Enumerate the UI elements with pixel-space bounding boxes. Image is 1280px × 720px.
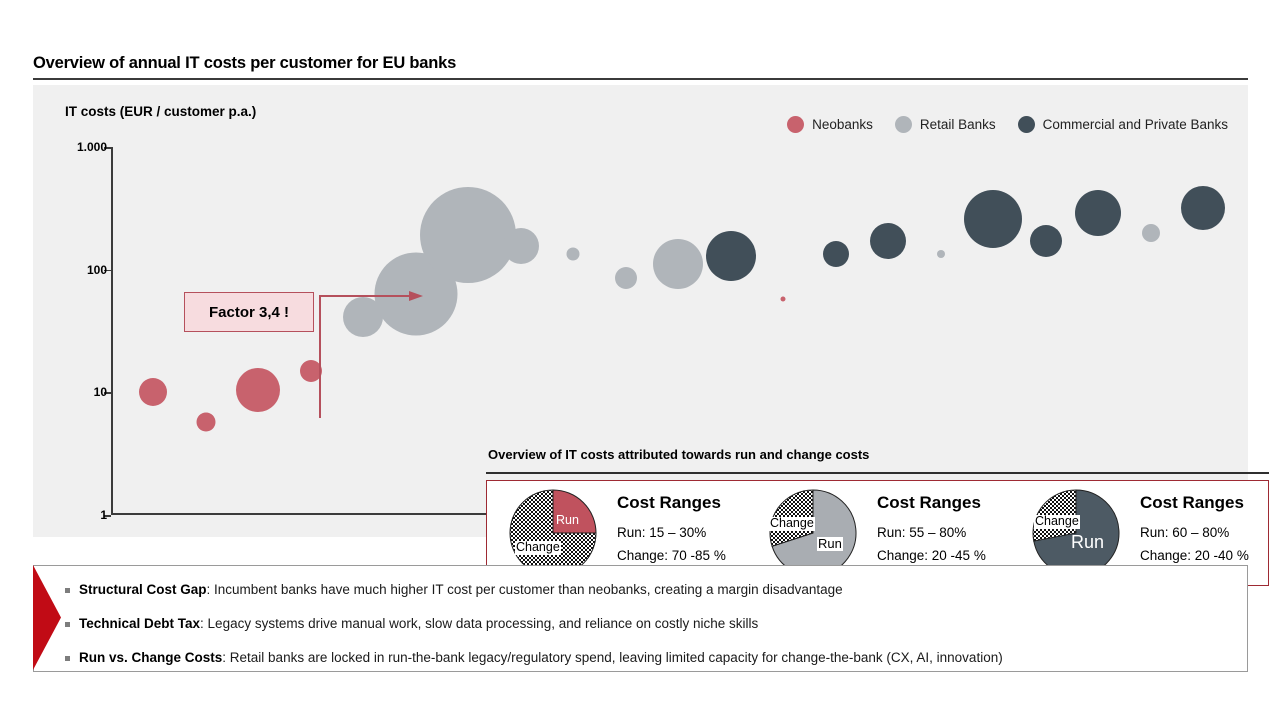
bubble-retail-banks[interactable] bbox=[1141, 223, 1160, 242]
cost-range-change: Change: 20 -45 % bbox=[877, 548, 986, 563]
run-change-pie-chart bbox=[769, 489, 857, 577]
takeaway-item: Technical Debt Tax: Legacy systems drive… bbox=[65, 616, 758, 632]
takeaway-lead: Technical Debt Tax bbox=[79, 616, 201, 631]
legend-item-retail-banks[interactable]: Retail Banks bbox=[894, 116, 996, 133]
bubble-chart-panel: IT costs (EUR / customer p.a.) Neobanks … bbox=[33, 85, 1269, 586]
bubble-retail-banks[interactable] bbox=[936, 250, 945, 259]
pie-slice-label-run: Run bbox=[556, 513, 579, 527]
cost-range-run: Run: 60 – 80% bbox=[1140, 525, 1230, 540]
pie-slice-label-run: Run bbox=[817, 536, 843, 552]
bubble-retail-banks[interactable] bbox=[614, 266, 637, 289]
bubble-neobanks[interactable] bbox=[196, 412, 215, 432]
takeaways-panel: Structural Cost Gap: Incumbent banks hav… bbox=[33, 565, 1248, 672]
legend-label-retail-banks: Retail Banks bbox=[919, 117, 996, 132]
legend-item-commercial-private-banks[interactable]: Commercial and Private Banks bbox=[1017, 116, 1228, 133]
cost-ranges-title: Cost Ranges bbox=[877, 493, 981, 512]
cost-ranges-title: Cost Ranges bbox=[1140, 493, 1244, 512]
legend-dot-commercial-private-banks bbox=[1017, 116, 1035, 133]
bubble-neobanks[interactable] bbox=[780, 296, 786, 302]
bubble-neobanks[interactable] bbox=[299, 359, 322, 382]
takeaway-item: Structural Cost Gap: Incumbent banks hav… bbox=[65, 582, 843, 598]
inset-divider bbox=[486, 472, 1269, 474]
takeaway-text: Structural Cost Gap: Incumbent banks hav… bbox=[79, 582, 843, 597]
y-axis-tick-label: 100 bbox=[86, 262, 107, 277]
takeaway-lead: Structural Cost Gap bbox=[79, 582, 207, 597]
y-axis-tick-label: 10 bbox=[93, 385, 107, 400]
legend-label-neobanks: Neobanks bbox=[812, 117, 873, 132]
bullet-square-icon bbox=[65, 588, 70, 593]
cost-range-change: Change: 70 -85 % bbox=[617, 548, 726, 563]
y-axis-line bbox=[111, 147, 113, 515]
takeaway-item: Run vs. Change Costs: Retail banks are l… bbox=[65, 650, 1003, 666]
bullet-square-icon bbox=[65, 656, 70, 661]
legend-label-commercial-private-banks: Commercial and Private Banks bbox=[1042, 117, 1228, 132]
bubble-retail-banks[interactable] bbox=[566, 247, 580, 261]
run-change-pie-chart bbox=[509, 489, 597, 577]
title-divider bbox=[33, 78, 1248, 80]
takeaway-text: Technical Debt Tax: Legacy systems drive… bbox=[79, 616, 759, 631]
factor-arrow-icon bbox=[319, 291, 423, 418]
bubble-commercial-and-private-banks[interactable] bbox=[1029, 225, 1062, 258]
factor-callout: Factor 3,4 ! bbox=[184, 292, 314, 332]
inset-title: Overview of IT costs attributed towards … bbox=[488, 447, 870, 462]
bubble-commercial-and-private-banks[interactable] bbox=[1075, 189, 1121, 236]
cost-range-run: Run: 55 – 80% bbox=[877, 525, 967, 540]
page-title: Overview of annual IT costs per customer… bbox=[33, 54, 457, 72]
bubble-retail-banks[interactable] bbox=[653, 238, 703, 289]
bubble-commercial-and-private-banks[interactable] bbox=[870, 222, 906, 259]
factor-callout-label: Factor 3,4 ! bbox=[208, 303, 290, 321]
y-axis-tick bbox=[104, 515, 111, 517]
bubble-commercial-and-private-banks[interactable] bbox=[822, 240, 849, 267]
cost-ranges-title: Cost Ranges bbox=[617, 493, 721, 512]
y-axis-tick bbox=[104, 147, 111, 149]
plot-area: 1.000 100 10 1 bbox=[77, 140, 1231, 522]
pie-slice-label-change: Change bbox=[515, 540, 561, 555]
legend-dot-retail-banks bbox=[894, 116, 912, 133]
y-axis-tick-label: 1.000 bbox=[76, 140, 107, 154]
bubble-neobanks[interactable] bbox=[139, 378, 167, 407]
pie-slice-label-change: Change bbox=[769, 516, 815, 531]
bubble-commercial-and-private-banks[interactable] bbox=[1181, 185, 1225, 230]
bubble-retail-banks[interactable] bbox=[502, 227, 539, 264]
bubble-retail-banks[interactable] bbox=[420, 187, 516, 284]
cost-range-change: Change: 20 -40 % bbox=[1140, 548, 1249, 563]
takeaway-wedge-icon bbox=[33, 565, 61, 670]
legend-item-neobanks[interactable]: Neobanks bbox=[787, 116, 873, 133]
bubble-commercial-and-private-banks[interactable] bbox=[705, 230, 756, 281]
cost-range-run: Run: 15 – 30% bbox=[617, 525, 707, 540]
takeaway-lead: Run vs. Change Costs bbox=[79, 650, 223, 665]
takeaway-text: Run vs. Change Costs: Retail banks are l… bbox=[79, 650, 1003, 665]
pie-slice-label-change: Change bbox=[1034, 514, 1080, 529]
bubble-neobanks[interactable] bbox=[236, 367, 280, 412]
bullet-square-icon bbox=[65, 622, 70, 627]
bubble-commercial-and-private-banks[interactable] bbox=[964, 189, 1022, 248]
legend-dot-neobanks bbox=[787, 116, 805, 133]
pie-slice-label-run: Run bbox=[1071, 532, 1105, 552]
y-axis-tick bbox=[104, 269, 111, 272]
chart-legend: Neobanks Retail Banks Commercial and Pri… bbox=[765, 116, 1228, 133]
y-axis-title: IT costs (EUR / customer p.a.) bbox=[65, 104, 257, 119]
y-axis-tick-label: 1 bbox=[100, 508, 107, 522]
y-axis-tick bbox=[104, 392, 111, 394]
